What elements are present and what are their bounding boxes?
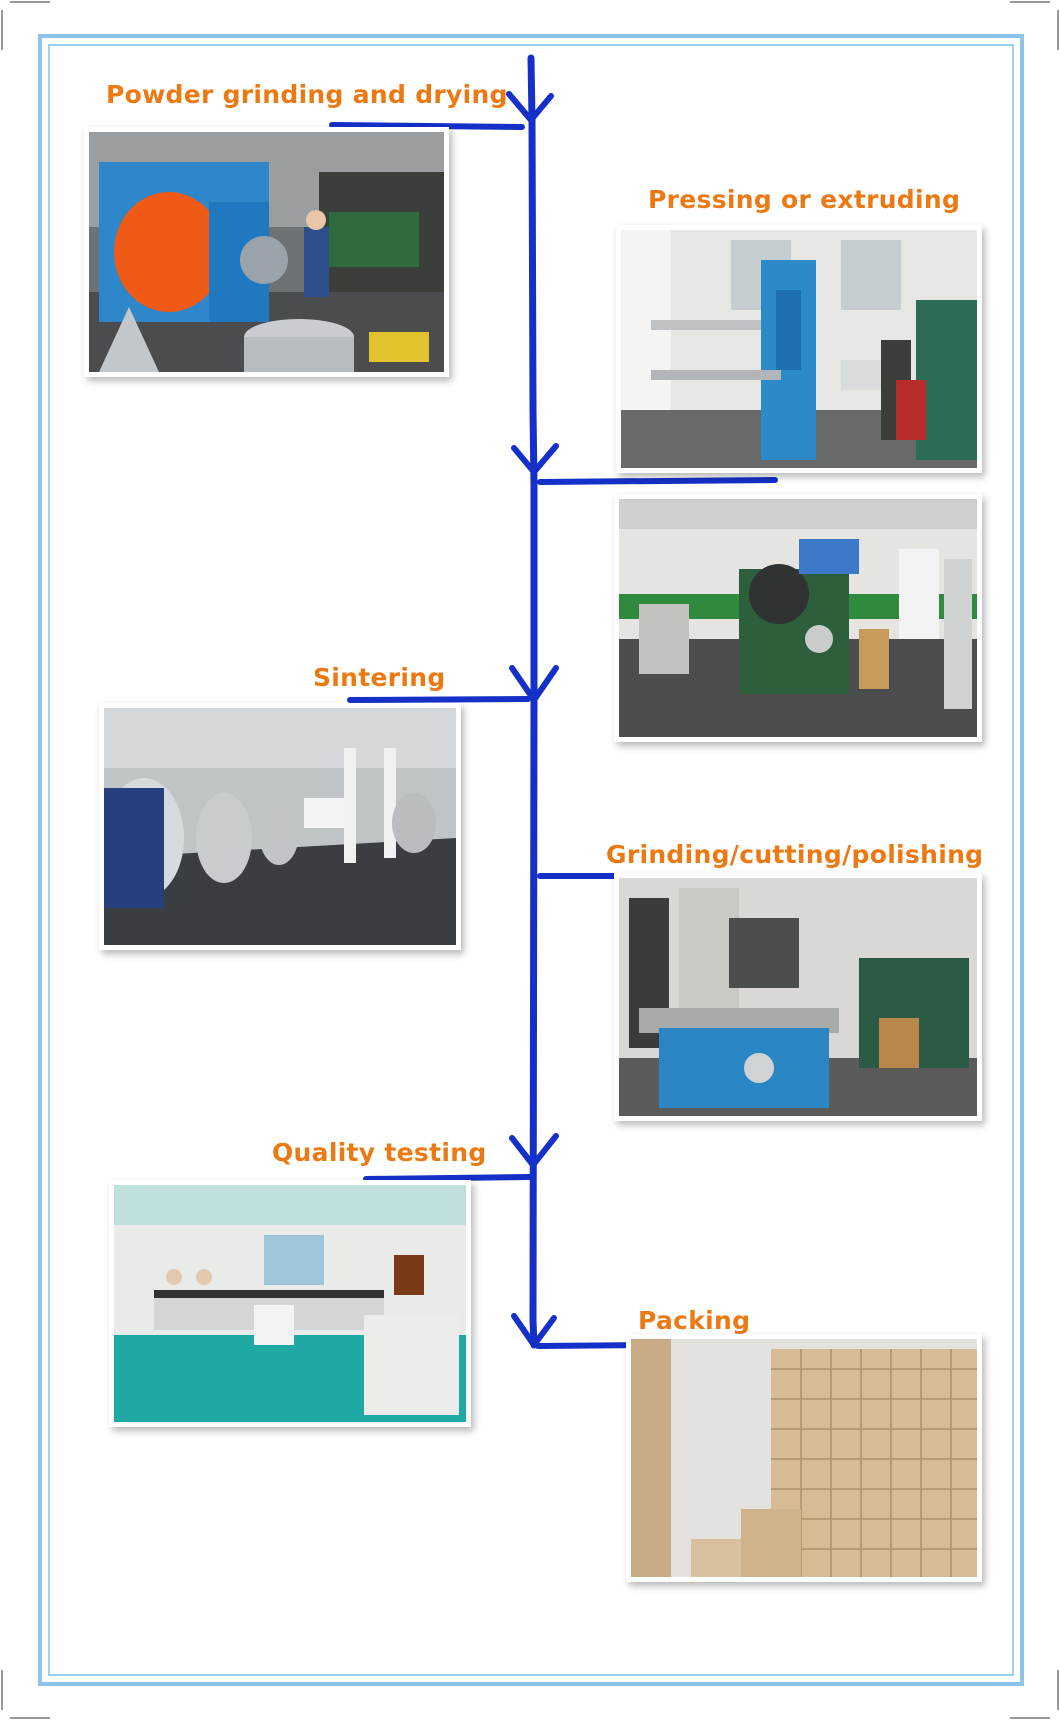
photo-sintering-furnaces — [99, 703, 461, 950]
step-label-quality: Quality testing — [272, 1138, 487, 1167]
step-label-sintering: Sintering — [313, 663, 446, 692]
step-label-pressing: Pressing or extruding — [648, 185, 961, 214]
corner-mark-top-left — [1, 1, 50, 50]
photo-grinding-drying-machine — [84, 127, 449, 377]
underline-quality — [363, 1174, 533, 1182]
photo-test-laboratory — [109, 1180, 471, 1427]
underline-grinding-drying — [329, 122, 525, 130]
underline-sintering — [347, 696, 531, 703]
outer-frame — [38, 34, 1024, 1686]
underline-pressing — [537, 477, 778, 485]
photo-surface-grinder — [614, 873, 982, 1121]
step-label-grinding-polishing: Grinding/cutting/polishing — [606, 840, 984, 869]
step-label-packing: Packing — [638, 1306, 751, 1335]
inner-frame — [48, 44, 1014, 1676]
corner-mark-bottom-right — [1010, 1670, 1059, 1719]
arrowhead-1 — [506, 91, 554, 123]
photo-stacked-boxes — [626, 1334, 982, 1582]
photo-press-machine — [616, 225, 982, 473]
flow-lines — [329, 54, 778, 1349]
step-label-grinding-drying: Powder grinding and drying — [106, 80, 508, 109]
arrowhead-4 — [509, 1133, 559, 1168]
arrowhead-2 — [511, 443, 559, 475]
photo-extruder-machine — [614, 494, 982, 742]
arrowhead-3 — [509, 665, 559, 703]
arrowhead-5 — [511, 1313, 557, 1348]
corner-mark-bottom-left — [1, 1670, 50, 1719]
corner-mark-top-right — [1010, 1, 1059, 50]
